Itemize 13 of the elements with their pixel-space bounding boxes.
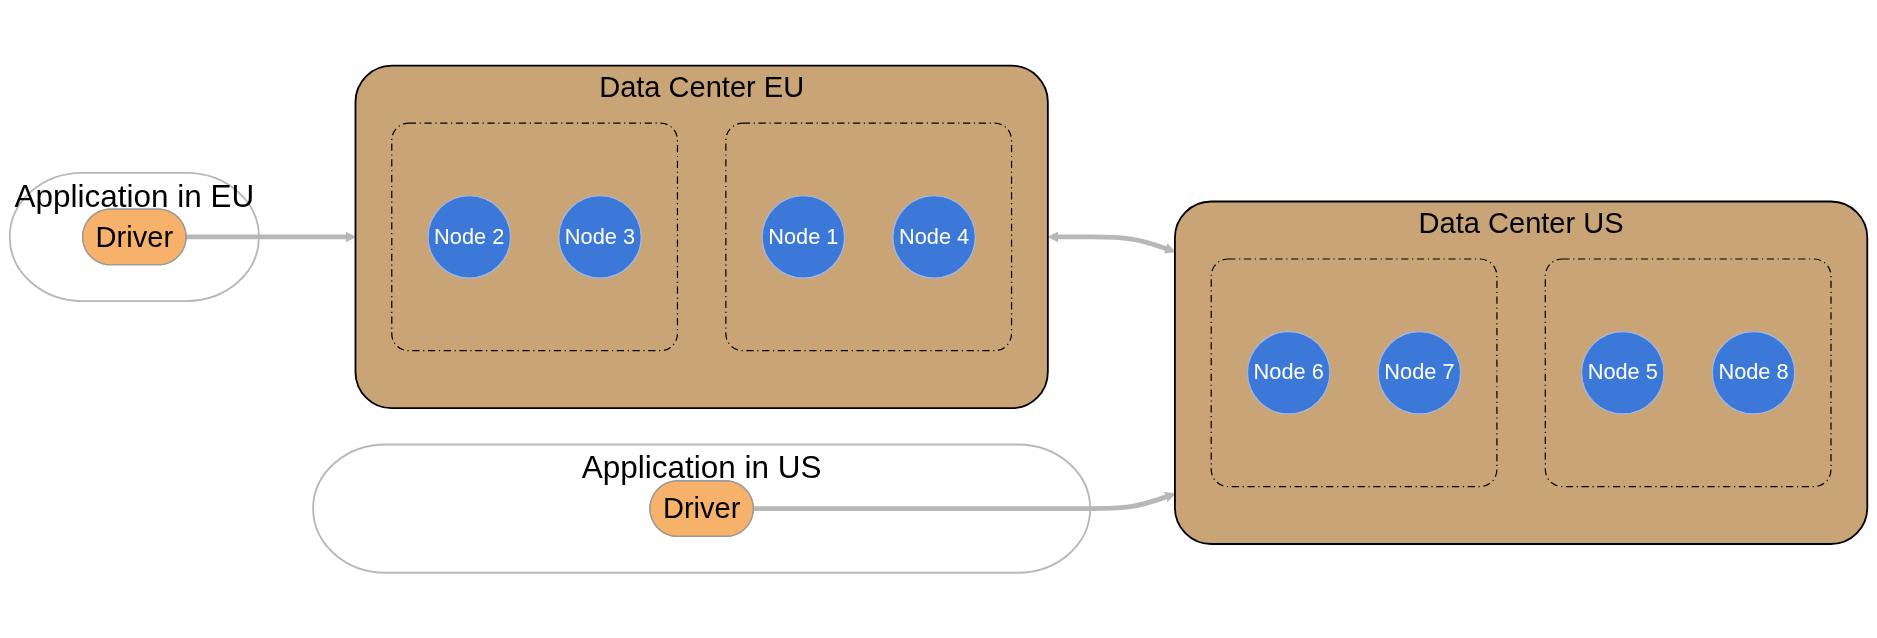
cluster	[1210, 258, 1498, 487]
cluster	[391, 122, 679, 352]
node-circle: Node 1	[761, 194, 846, 279]
node-circle: Node 2	[427, 194, 511, 279]
cluster	[725, 122, 1013, 352]
cluster	[1544, 258, 1832, 487]
node-circle: Node 3	[558, 194, 642, 279]
node-circle: Node 7	[1377, 330, 1462, 415]
node-circle: Node 4	[892, 194, 976, 279]
node-circle: Node 5	[1581, 330, 1665, 415]
node-circle: Node 6	[1246, 330, 1331, 415]
node-circle: Node 8	[1711, 330, 1796, 415]
arrow	[186, 231, 356, 243]
